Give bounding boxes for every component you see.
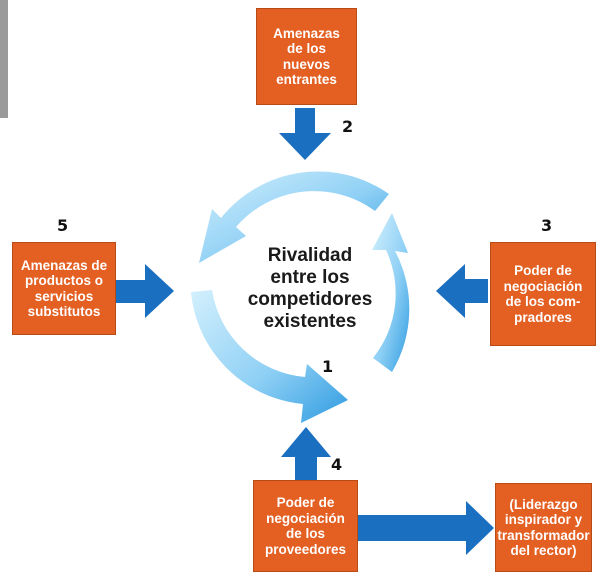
cycle-arrow-top — [199, 171, 389, 263]
box-substitutes: Amenazas de productos o servicios substi… — [12, 242, 116, 335]
number-suppliers: 4 — [331, 455, 343, 474]
leadership-label: (Liderazgo inspirador y transformador de… — [497, 496, 590, 559]
new-entrants-label: Amenazas de los nuevos entrantes — [273, 25, 340, 88]
arrow-buyers-left — [436, 264, 488, 318]
rivalry-label: Rivalidad entre los competidores existen… — [247, 245, 373, 332]
box-suppliers: Poder de negociación de los proveedores — [253, 480, 358, 572]
box-new-entrants: Amenazas de los nuevos entrantes — [256, 8, 357, 105]
number-buyers: 3 — [541, 216, 553, 235]
arrow-suppliers-up — [281, 427, 331, 480]
suppliers-label: Poder de negociación de los proveedores — [264, 495, 347, 557]
arrow-substitutes-right — [116, 264, 174, 318]
box-leadership: (Liderazgo inspirador y transformador de… — [495, 483, 592, 572]
arrow-to-leadership — [358, 501, 494, 555]
force-arrows — [116, 108, 494, 555]
arrow-new-entrants-down — [279, 108, 331, 160]
cycle-arrow-bottom — [191, 290, 348, 423]
rivalry-cycle-arrows — [191, 171, 410, 423]
number-substitutes: 5 — [57, 216, 69, 235]
cycle-arrow-right — [372, 213, 410, 372]
number-rivalry: 1 — [322, 357, 334, 376]
buyers-label: Poder de negociación de los com- pradore… — [503, 263, 583, 325]
left-edge-bar — [0, 0, 8, 118]
substitutes-label: Amenazas de productos o servicios substi… — [20, 257, 108, 320]
box-buyers: Poder de negociación de los com- pradore… — [490, 242, 596, 346]
number-new-entrants: 2 — [342, 117, 354, 136]
